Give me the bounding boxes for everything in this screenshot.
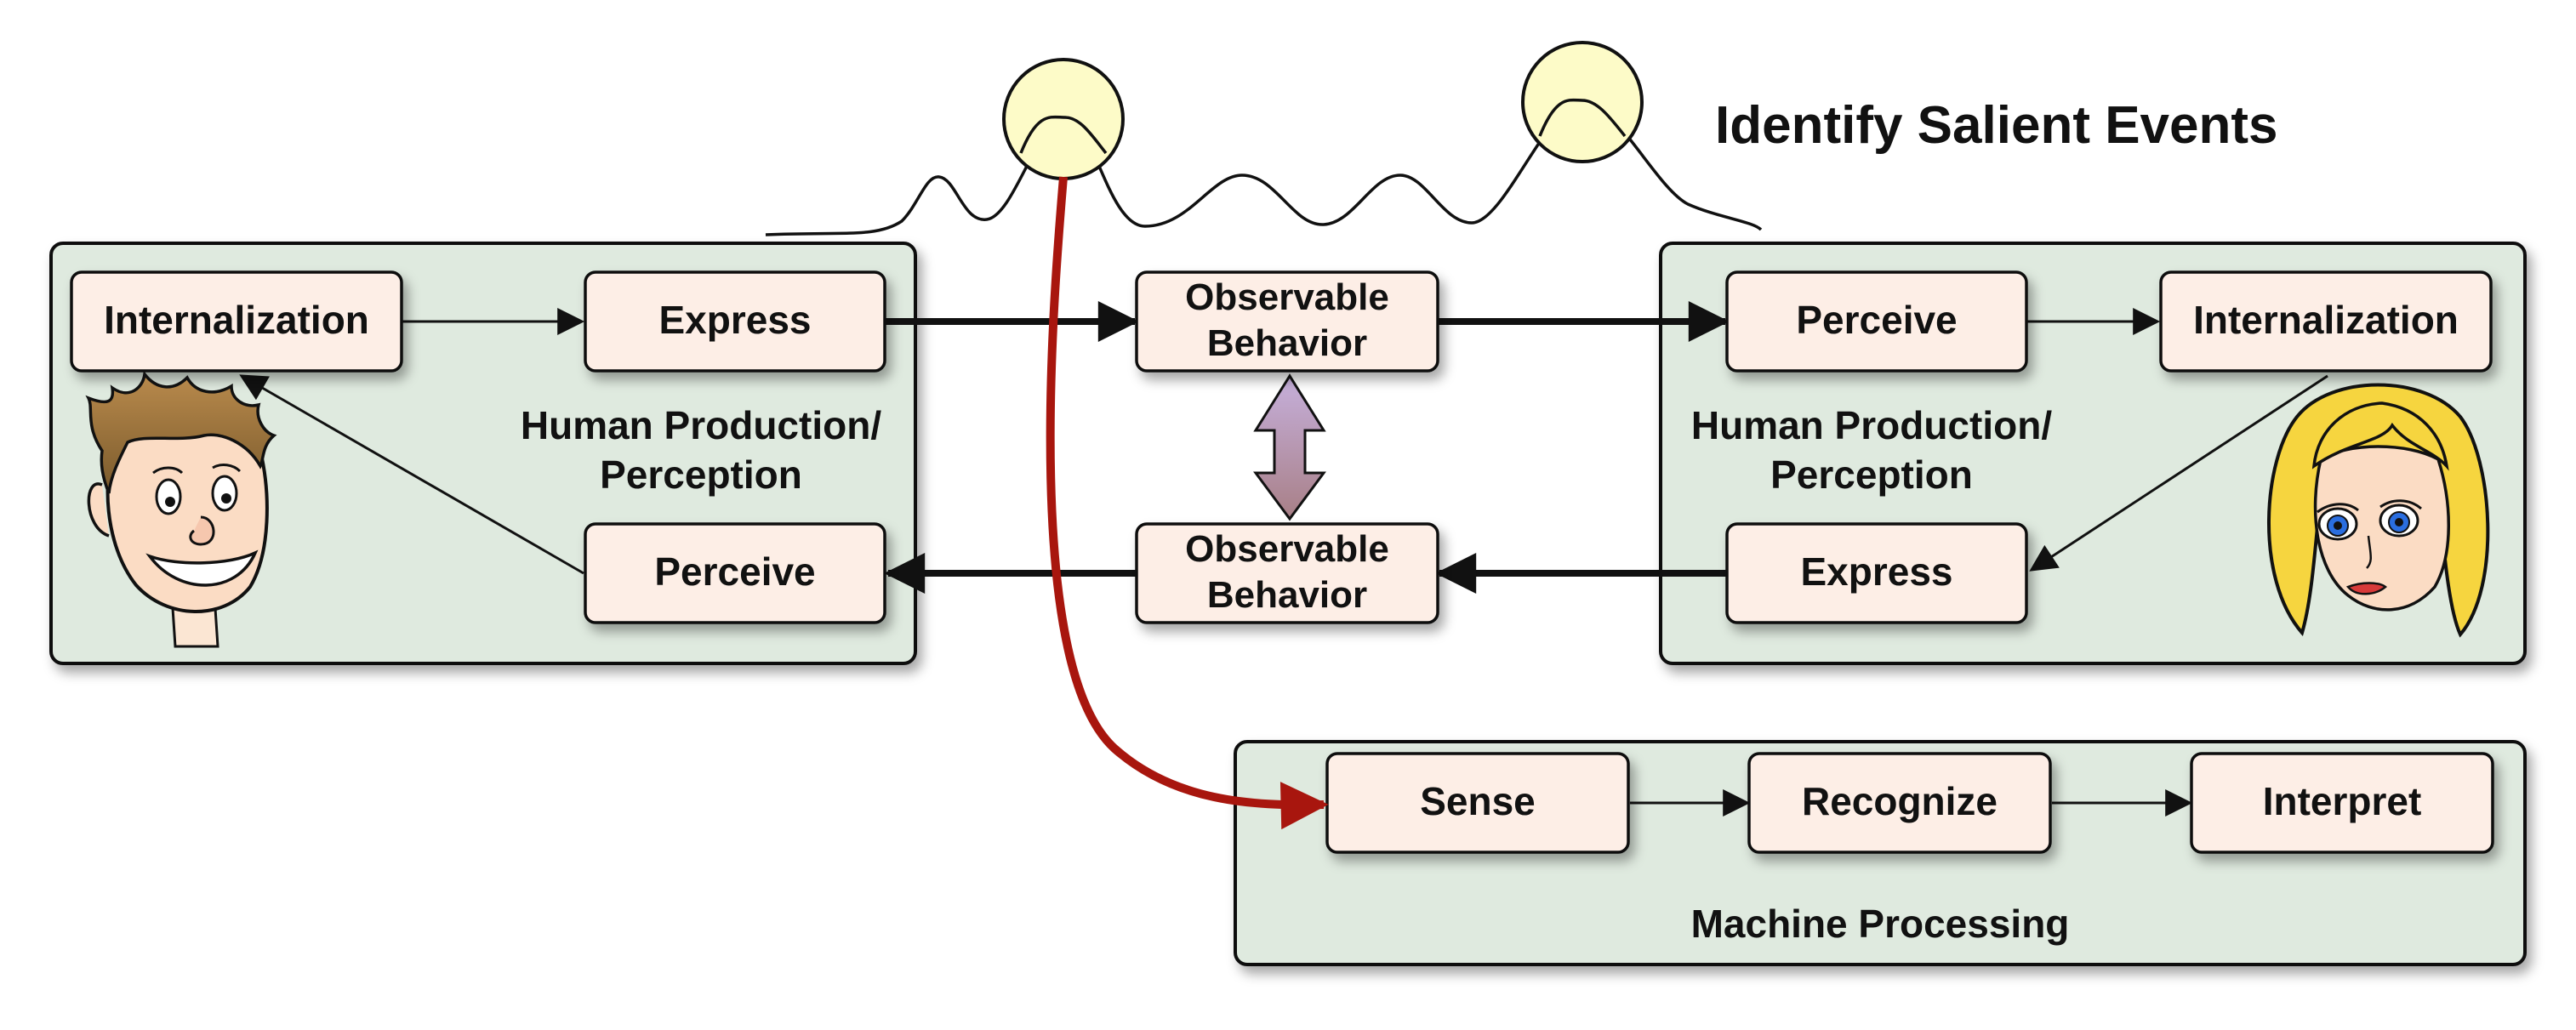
node-sense[interactable]: Sense [1325, 752, 1630, 854]
left-panel-label-line2: Perception [600, 452, 802, 497]
male-character-illustration [85, 370, 277, 648]
node-internalization-right[interactable]: Internalization [2159, 270, 2493, 373]
node-recognize[interactable]: Recognize [1747, 752, 2052, 854]
observable-top-line1: Observable [1185, 276, 1389, 318]
machine-panel-label: Machine Processing [1691, 902, 2070, 946]
node-express-left-label: Express [658, 298, 811, 342]
node-perceive-right[interactable]: Perceive [1725, 270, 2028, 373]
arrow-perceive-to-internalization-left [239, 374, 584, 575]
node-internalization-right-label: Internalization [2193, 298, 2459, 342]
node-express-right-label: Express [1800, 549, 1952, 594]
node-interpret-label: Interpret [2263, 779, 2422, 823]
right-panel-label-line1: Human Production/ [1691, 403, 2052, 447]
left-panel-label-line1: Human Production/ [521, 403, 881, 447]
observable-top-line2: Behavior [1207, 322, 1367, 364]
node-recognize-label: Recognize [1802, 779, 1998, 823]
node-internalization-left[interactable]: Internalization [70, 270, 403, 373]
salient-event-marker-1[interactable] [1002, 58, 1125, 180]
node-interpret[interactable]: Interpret [2190, 752, 2494, 854]
node-perceive-left-label: Perceive [654, 549, 815, 594]
salient-event-marker-2[interactable] [1521, 41, 1644, 163]
node-express-right[interactable]: Express [1725, 522, 2028, 624]
node-perceive-left[interactable]: Perceive [584, 522, 886, 624]
bidirectional-arrow [1253, 373, 1326, 521]
diagram-title: Identify Salient Events [1715, 96, 2278, 155]
node-express-left[interactable]: Express [584, 270, 886, 373]
node-observable-behavior-top[interactable]: Observable Behavior [1135, 270, 1439, 373]
observable-bottom-line2: Behavior [1207, 574, 1367, 616]
observable-bottom-line1: Observable [1185, 528, 1389, 570]
node-internalization-left-label: Internalization [104, 298, 369, 342]
node-sense-label: Sense [1420, 779, 1536, 823]
arrow-internalization-to-express-right [2029, 374, 2328, 572]
right-panel-label-line2: Perception [1770, 452, 1973, 497]
salient-event-to-sense-arrow [1046, 176, 1329, 830]
node-observable-behavior-bottom[interactable]: Observable Behavior [1135, 522, 1439, 624]
female-character-illustration [2267, 383, 2490, 638]
node-perceive-right-label: Perceive [1796, 298, 1957, 342]
